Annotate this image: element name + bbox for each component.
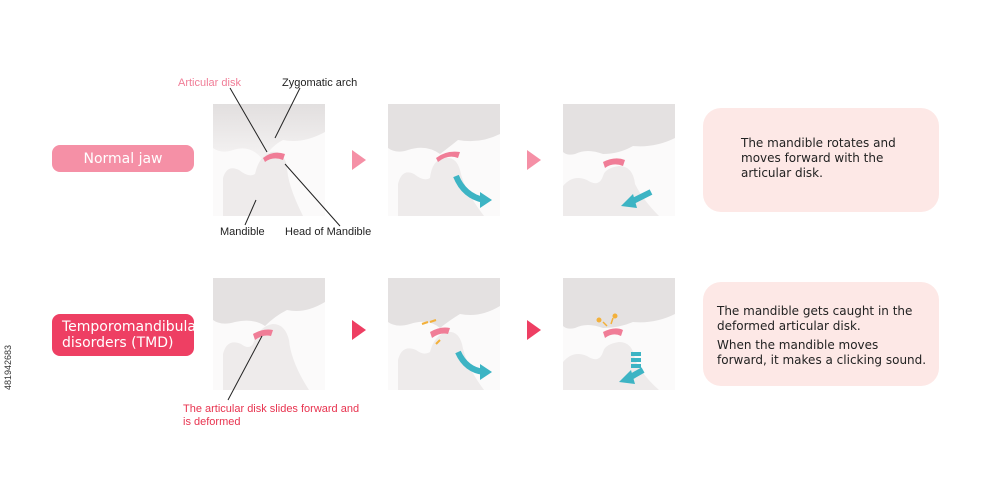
normal-jaw-label: Normal jaw <box>52 145 194 172</box>
step-arrow-icon <box>527 150 541 170</box>
step-arrow-icon <box>352 150 366 170</box>
tmd-callout: The mandible gets caught in the deformed… <box>703 282 939 386</box>
tmd-text: Temporomandibular disorders (TMD) <box>62 319 202 351</box>
normal-panel-2 <box>388 104 500 216</box>
tmd-callout-text-2: When the mandible moves forward, it make… <box>717 338 927 367</box>
step-arrow-icon <box>352 320 366 340</box>
normal-panel-3 <box>563 104 675 216</box>
head-of-mandible-label: Head of Mandible <box>285 226 372 238</box>
tmd-panel-1 <box>213 278 325 390</box>
normal-panel-1 <box>213 104 325 216</box>
normal-callout: The mandible rotates and moves forward w… <box>703 108 939 212</box>
mandible-label: Mandible <box>220 226 265 238</box>
tmd-panel-2 <box>388 278 500 390</box>
tmd-callout-text-1: The mandible gets caught in the deformed… <box>717 304 913 333</box>
zygomatic-arch-label: Zygomatic arch <box>282 77 358 89</box>
step-arrow-icon <box>527 320 541 340</box>
disk-slides-label: The articular disk slides forward and is… <box>183 403 360 428</box>
tmd-label: Temporomandibular disorders (TMD) <box>52 314 202 356</box>
tmd-panel-3 <box>563 278 675 390</box>
normal-callout-text: The mandible rotates and moves forward w… <box>741 136 896 180</box>
normal-jaw-text: Normal jaw <box>83 150 163 167</box>
articular-disk-label: Articular disk <box>178 77 241 89</box>
side-id: 481942683 <box>3 344 13 390</box>
